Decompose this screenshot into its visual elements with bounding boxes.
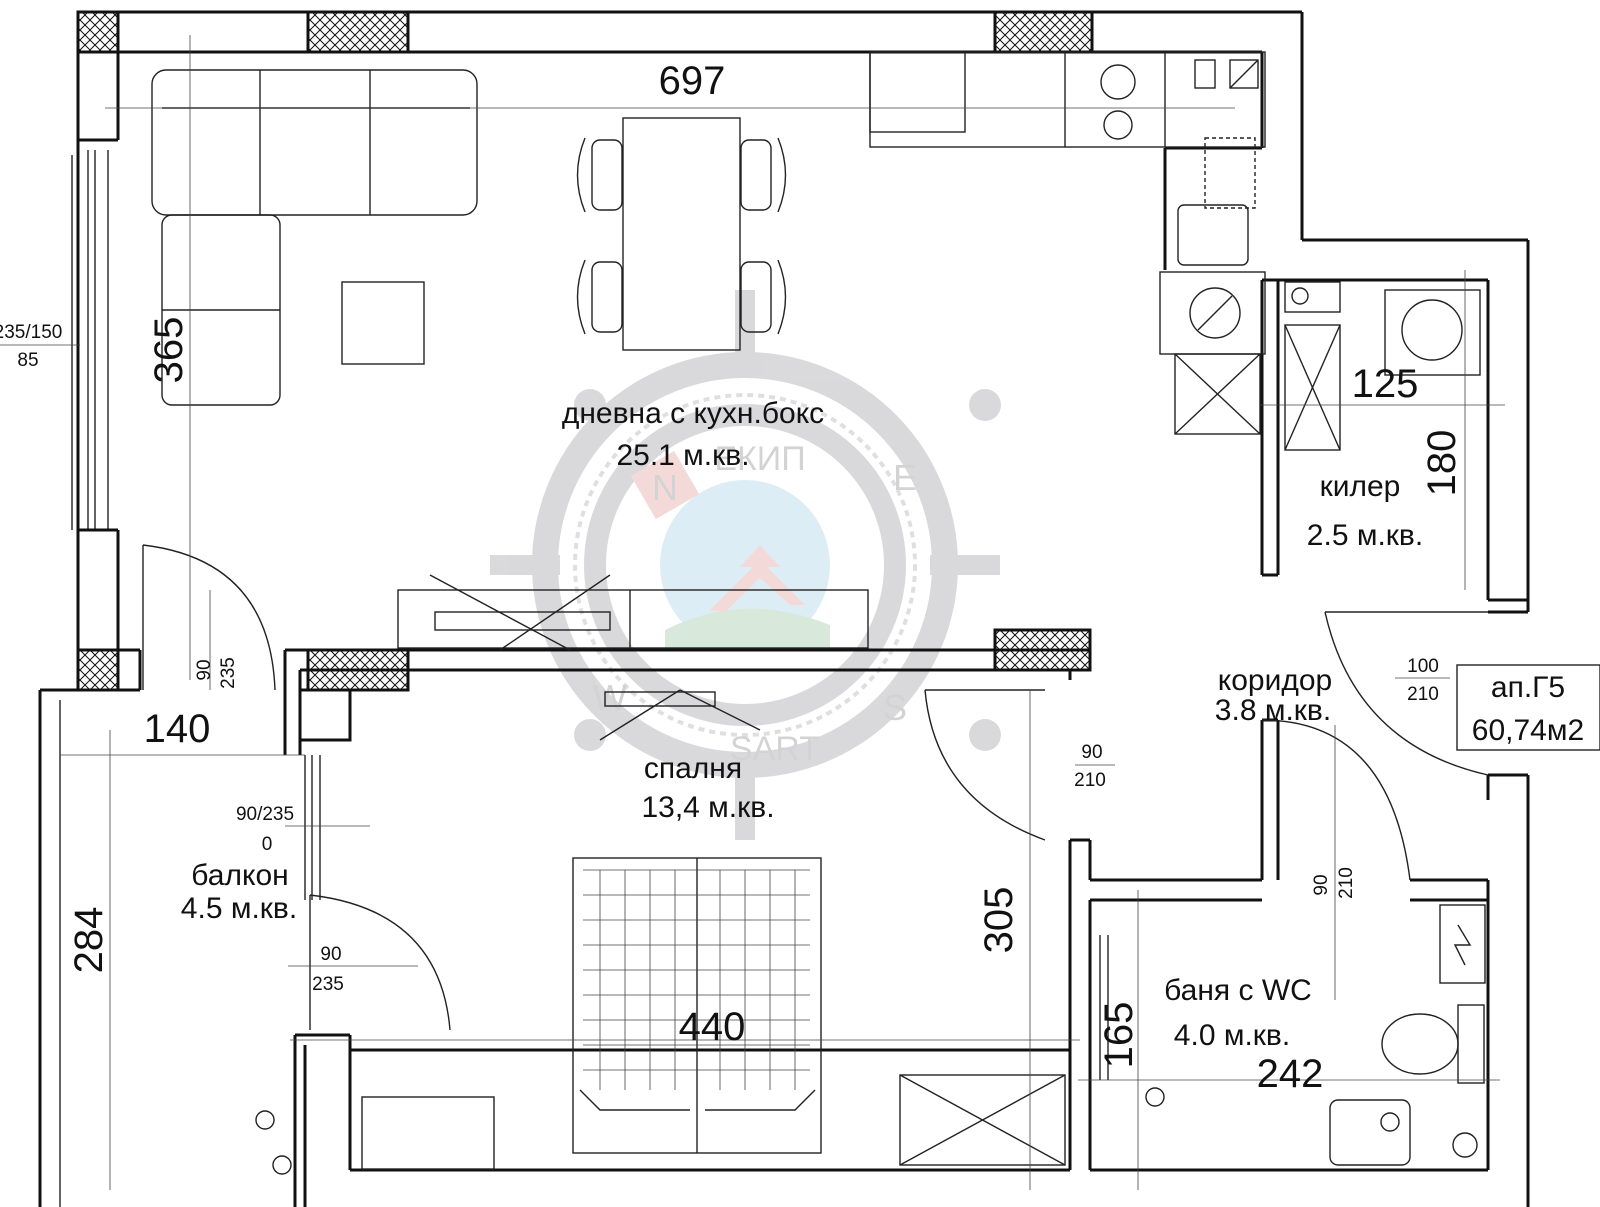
kitchen-counter xyxy=(869,51,1266,148)
watermark-letter-w: W xyxy=(593,677,627,718)
opening-door-balcony-top: 90 xyxy=(194,659,215,680)
toilet-tank xyxy=(1457,1004,1485,1084)
dim-bedroom-width: 440 xyxy=(679,1005,746,1049)
dim-bedroom-depth: 305 xyxy=(977,887,1021,954)
opening-door-entrance-top: 100 xyxy=(1407,656,1439,677)
room-area-bathroom: 4.0 м.кв. xyxy=(1174,1019,1290,1052)
dimension-lines xyxy=(0,35,1505,1190)
opening-window-bedroom-bottom: 0 xyxy=(262,834,273,855)
door-swings xyxy=(142,544,1489,1031)
furniture xyxy=(151,51,1486,1175)
opening-door-balcony-bottom: 235 xyxy=(218,657,239,689)
chair xyxy=(740,261,772,333)
chair xyxy=(740,139,772,211)
dim-bath-width: 242 xyxy=(1257,1052,1324,1096)
watermark-letter-s: S xyxy=(883,687,907,728)
opening-door-bedroom-bottom: 210 xyxy=(1074,770,1106,791)
dim-living-width: 697 xyxy=(659,59,726,103)
room-name-balcony: балкон xyxy=(191,859,288,892)
dim-bath-depth: 165 xyxy=(1097,1002,1141,1069)
dim-pantry-depth: 180 xyxy=(1420,430,1464,497)
opening-door-bathroom-top: 90 xyxy=(1311,874,1332,895)
dim-living-depth: 365 xyxy=(147,317,191,384)
columns xyxy=(76,10,1094,692)
sofa xyxy=(151,69,478,216)
room-name-pantry: килер xyxy=(1320,470,1401,503)
toilet xyxy=(1381,1013,1459,1075)
boiler xyxy=(1384,289,1481,376)
bedroom-tv xyxy=(604,691,716,707)
watermark-logo: N E S W ЕКИП SART xyxy=(490,290,1001,840)
opening-door-balcony2-bottom: 235 xyxy=(312,974,344,995)
room-name-bathroom: баня с WC xyxy=(1164,974,1312,1007)
room-name-corridor: коридор xyxy=(1218,664,1332,697)
room-area-bedroom: 13,4 м.кв. xyxy=(641,791,774,824)
room-area-pantry: 2.5 м.кв. xyxy=(1307,519,1423,552)
bed-grid xyxy=(583,869,810,1090)
opening-door-bedroom-top: 90 xyxy=(1081,742,1102,763)
dim-balcony-width: 140 xyxy=(144,707,211,751)
chair xyxy=(591,261,623,333)
fridge xyxy=(869,51,966,133)
dim-pantry-width: 125 xyxy=(1352,362,1419,406)
opening-window-living-bottom: 85 xyxy=(17,350,38,371)
room-area-balcony: 4.5 м.кв. xyxy=(181,892,297,925)
walls xyxy=(38,10,1530,1207)
opening-window-bedroom-top: 90/235 xyxy=(236,804,294,825)
dim-balcony-depth: 284 xyxy=(67,907,111,974)
washbasin xyxy=(1329,1099,1411,1166)
watermark-top-text: ЕКИП xyxy=(714,440,805,478)
tv-unit xyxy=(397,589,869,649)
apartment-area: 60,74м2 xyxy=(1472,714,1584,747)
wardrobe xyxy=(899,1074,1066,1166)
opening-window-living-top: 235/150 xyxy=(0,322,62,343)
opening-door-bathroom-bottom: 210 xyxy=(1336,867,1357,899)
room-name-living: дневна с кухн.бокс xyxy=(562,397,824,430)
pantry-shelf xyxy=(1284,324,1341,451)
room-area-living: 25.1 м.кв. xyxy=(616,439,749,472)
opening-door-entrance-bottom: 210 xyxy=(1407,684,1439,705)
room-area-corridor: 3.8 м.кв. xyxy=(1215,694,1331,727)
apartment-name: ап.Г5 xyxy=(1491,671,1565,704)
opening-door-balcony2-top: 90 xyxy=(320,944,341,965)
sink xyxy=(1177,204,1249,266)
stove-burner xyxy=(1103,110,1133,140)
watermark-letter-n: N xyxy=(652,467,678,508)
water-heater xyxy=(1439,904,1486,984)
chair xyxy=(591,139,623,211)
room-name-bedroom: спалня xyxy=(644,752,742,785)
watermark-letter-e: E xyxy=(893,457,917,498)
dining-table xyxy=(622,117,741,351)
dresser xyxy=(361,1096,495,1170)
stove-burner xyxy=(1100,64,1136,100)
apartment-tag-frame xyxy=(1456,664,1600,751)
coffee-table xyxy=(341,281,425,365)
washing-machine-drum xyxy=(1189,287,1241,339)
watermark-bottom-text: SART xyxy=(730,730,820,768)
